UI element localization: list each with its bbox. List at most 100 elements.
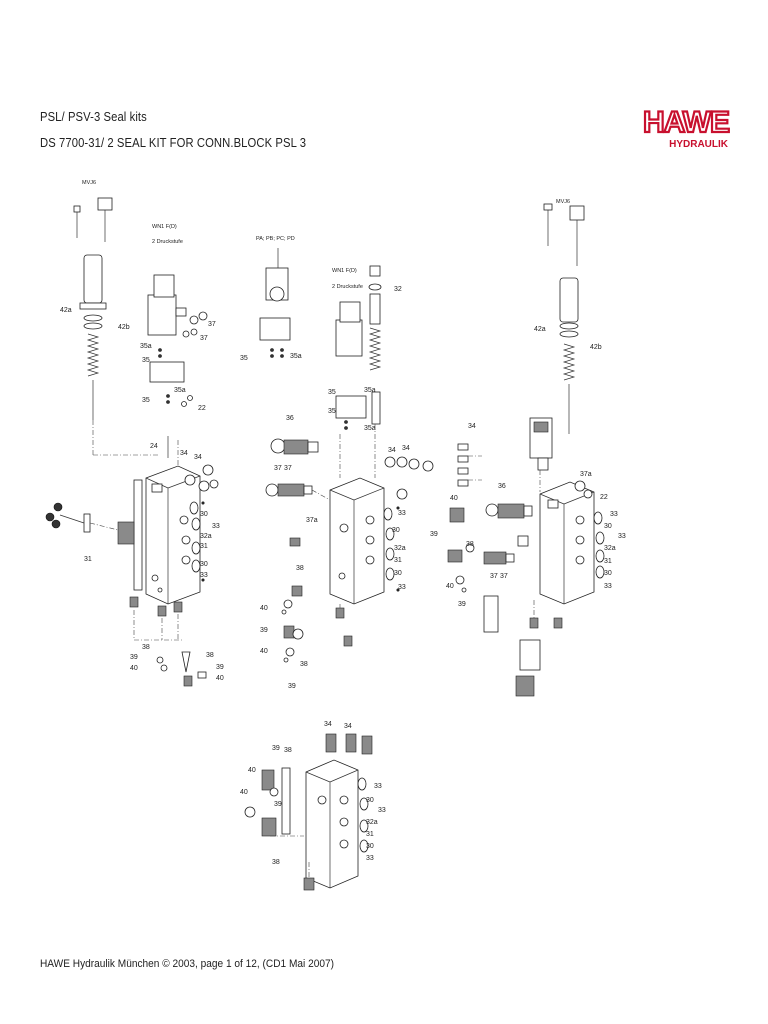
part-label: 31 xyxy=(366,831,374,838)
part-label: 37 xyxy=(284,465,292,472)
part-label: 35 xyxy=(328,408,336,415)
part-label: 40 xyxy=(446,583,454,590)
part-label: 35a xyxy=(174,387,186,394)
part-label: 33 xyxy=(398,510,406,517)
part-label: 39 xyxy=(274,801,282,808)
caption-mvj-left: MVJ6 xyxy=(82,180,96,186)
part-label: 39 xyxy=(430,531,438,538)
part-label: 37 xyxy=(490,573,498,580)
part-label: 31 xyxy=(394,557,402,564)
caption-wn1-mid: WN1 F(D) xyxy=(332,268,357,274)
part-label: 34 xyxy=(180,450,188,457)
part-label: 40 xyxy=(450,495,458,502)
part-label: 31 xyxy=(200,543,208,550)
part-label: 33 xyxy=(604,583,612,590)
caption-druck-mid: 2 Druckstufe xyxy=(332,284,363,290)
part-label: 35a xyxy=(364,425,376,432)
part-label: 35 xyxy=(240,355,248,362)
part-label: 37 xyxy=(274,465,282,472)
part-label: 37 xyxy=(200,335,208,342)
part-label: 37a xyxy=(306,517,318,524)
page-footer: HAWE Hydraulik München © 2003, page 1 of… xyxy=(40,958,334,970)
svg-text:HYDRAULIK: HYDRAULIK xyxy=(669,139,729,150)
part-label: 38 xyxy=(206,652,214,659)
part-label: 37a xyxy=(580,471,592,478)
part-label: 40 xyxy=(216,675,224,682)
part-label: 39 xyxy=(130,654,138,661)
part-label: 39 xyxy=(260,627,268,634)
part-label: 33 xyxy=(610,511,618,518)
part-label: 32a xyxy=(200,533,212,540)
assembly-bottom xyxy=(244,733,373,891)
part-label: 39 xyxy=(272,745,280,752)
part-label: 33 xyxy=(212,523,220,530)
part-label: 22 xyxy=(600,494,608,501)
part-labels: 42a 42b 35a 35 35a 35 37 37 22 24 34 34 … xyxy=(60,286,626,866)
part-label: 30 xyxy=(366,797,374,804)
part-label: 30 xyxy=(394,570,402,577)
part-label: 35a xyxy=(364,387,376,394)
part-label: 42a xyxy=(534,326,546,333)
part-label: 34 xyxy=(324,721,332,728)
part-label: 35a xyxy=(140,343,152,350)
part-label: 40 xyxy=(130,665,138,672)
caption-pa-pd: PA; PB; PC; PD xyxy=(256,236,295,242)
part-label: 34 xyxy=(402,445,410,452)
part-label: 35 xyxy=(142,357,150,364)
part-label: 32a xyxy=(604,545,616,552)
part-label: 32 xyxy=(394,286,402,293)
part-label: 24 xyxy=(150,443,158,450)
part-label: 36 xyxy=(498,483,506,490)
svg-text:HAWE: HAWE xyxy=(643,106,729,139)
part-label: 30 xyxy=(366,843,374,850)
part-label: 34 xyxy=(194,454,202,461)
caption-wn1-left: WN1 F(D) xyxy=(152,224,177,230)
part-label: 39 xyxy=(216,664,224,671)
part-label: 31 xyxy=(604,558,612,565)
part-label: 38 xyxy=(300,661,308,668)
part-label: 30 xyxy=(200,561,208,568)
part-label: 22 xyxy=(198,405,206,412)
part-label: 39 xyxy=(288,683,296,690)
part-label: 42b xyxy=(118,324,130,331)
part-label: 33 xyxy=(200,572,208,579)
part-label: 32a xyxy=(394,545,406,552)
part-label: 42a xyxy=(60,307,72,314)
document-subtitle: DS 7700-31/ 2 SEAL KIT FOR CONN.BLOCK PS… xyxy=(40,136,307,150)
part-label: 30 xyxy=(392,527,400,534)
part-label: 33 xyxy=(366,855,374,862)
part-label: 38 xyxy=(284,747,292,754)
part-label: 40 xyxy=(260,605,268,612)
part-label: 40 xyxy=(248,767,256,774)
part-label: 39 xyxy=(458,601,466,608)
part-label: 32a xyxy=(366,819,378,826)
document-title: PSL/ PSV-3 Seal kits xyxy=(40,110,147,124)
part-label: 31 xyxy=(84,556,92,563)
part-label: 35 xyxy=(142,397,150,404)
part-label: 38 xyxy=(272,859,280,866)
assembly-middle xyxy=(265,265,434,663)
part-label: 36 xyxy=(286,415,294,422)
assembly-right xyxy=(447,203,605,697)
part-label: 33 xyxy=(378,807,386,814)
part-label: 34 xyxy=(388,447,396,454)
part-label: 33 xyxy=(618,533,626,540)
part-label: 33 xyxy=(374,783,382,790)
part-label: 30 xyxy=(604,570,612,577)
caption-druck-left: 2 Druckstufe xyxy=(152,239,183,245)
part-label: 35a xyxy=(290,353,302,360)
part-label: 42b xyxy=(590,344,602,351)
hawe-logo: HAWE HYDRAULIK xyxy=(642,105,731,150)
part-label: 37 xyxy=(500,573,508,580)
part-label: 40 xyxy=(260,648,268,655)
part-label: 35 xyxy=(328,389,336,396)
assembly-left xyxy=(45,197,219,687)
part-label: 37 xyxy=(208,321,216,328)
part-label: 38 xyxy=(466,541,474,548)
part-label: 33 xyxy=(398,584,406,591)
caption-mvj-right: MVJ6 xyxy=(556,199,570,205)
part-label: 40 xyxy=(240,789,248,796)
part-label: 30 xyxy=(604,523,612,530)
part-label: 38 xyxy=(142,644,150,651)
